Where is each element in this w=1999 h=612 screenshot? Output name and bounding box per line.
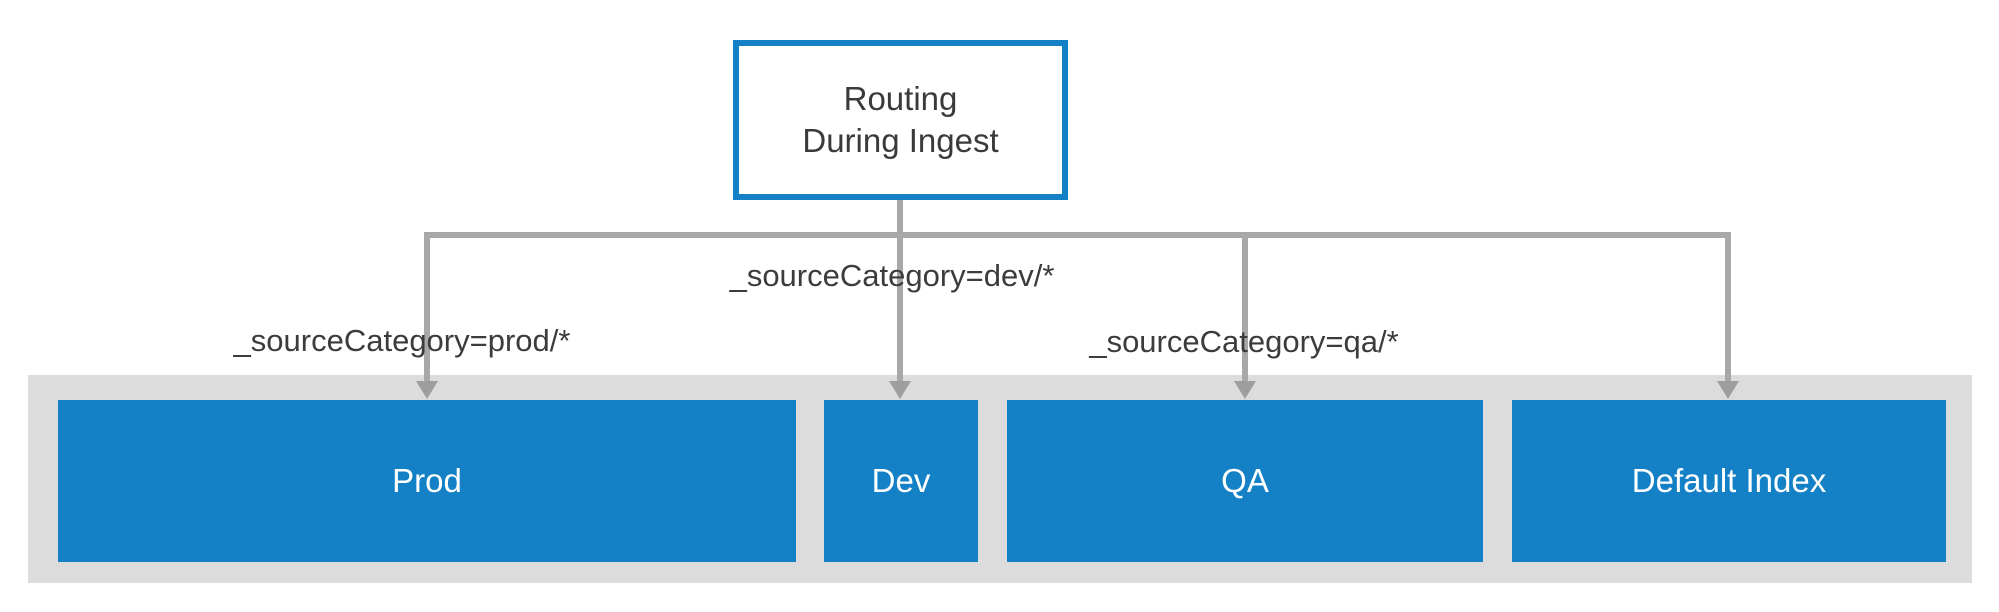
- node-qa-label: QA: [1221, 462, 1269, 499]
- root-node-label-line2: During Ingest: [802, 122, 999, 159]
- connector-line-vertical-prod: [424, 232, 430, 382]
- arrow-down-icon-default: [1717, 381, 1739, 399]
- connector-line-vertical-qa: [1242, 232, 1248, 382]
- node-prod: Prod: [58, 400, 796, 562]
- edge-label-prod: _sourceCategory=prod/*: [233, 323, 571, 358]
- node-default-index: Default Index: [1512, 400, 1946, 562]
- connector-line-vertical-default: [1725, 232, 1731, 382]
- edge-label-dev: _sourceCategory=dev/*: [729, 258, 1055, 293]
- arrow-down-icon-dev: [889, 381, 911, 399]
- node-default-index-label: Default Index: [1631, 462, 1827, 499]
- connector-line-vertical-dev: [897, 200, 903, 382]
- node-dev: Dev: [824, 400, 978, 562]
- node-dev-label: Dev: [871, 462, 931, 499]
- arrow-down-icon-prod: [416, 381, 438, 399]
- connector-line-horizontal: [424, 232, 1731, 238]
- root-node-label-line1: Routing: [843, 79, 958, 117]
- edge-label-qa: _sourceCategory=qa/*: [1089, 324, 1399, 359]
- node-qa: QA: [1007, 400, 1483, 562]
- arrow-down-icon-qa: [1234, 381, 1256, 399]
- root-node-routing-during-ingest: Routing During Ingest: [733, 40, 1068, 200]
- node-prod-label: Prod: [392, 462, 462, 499]
